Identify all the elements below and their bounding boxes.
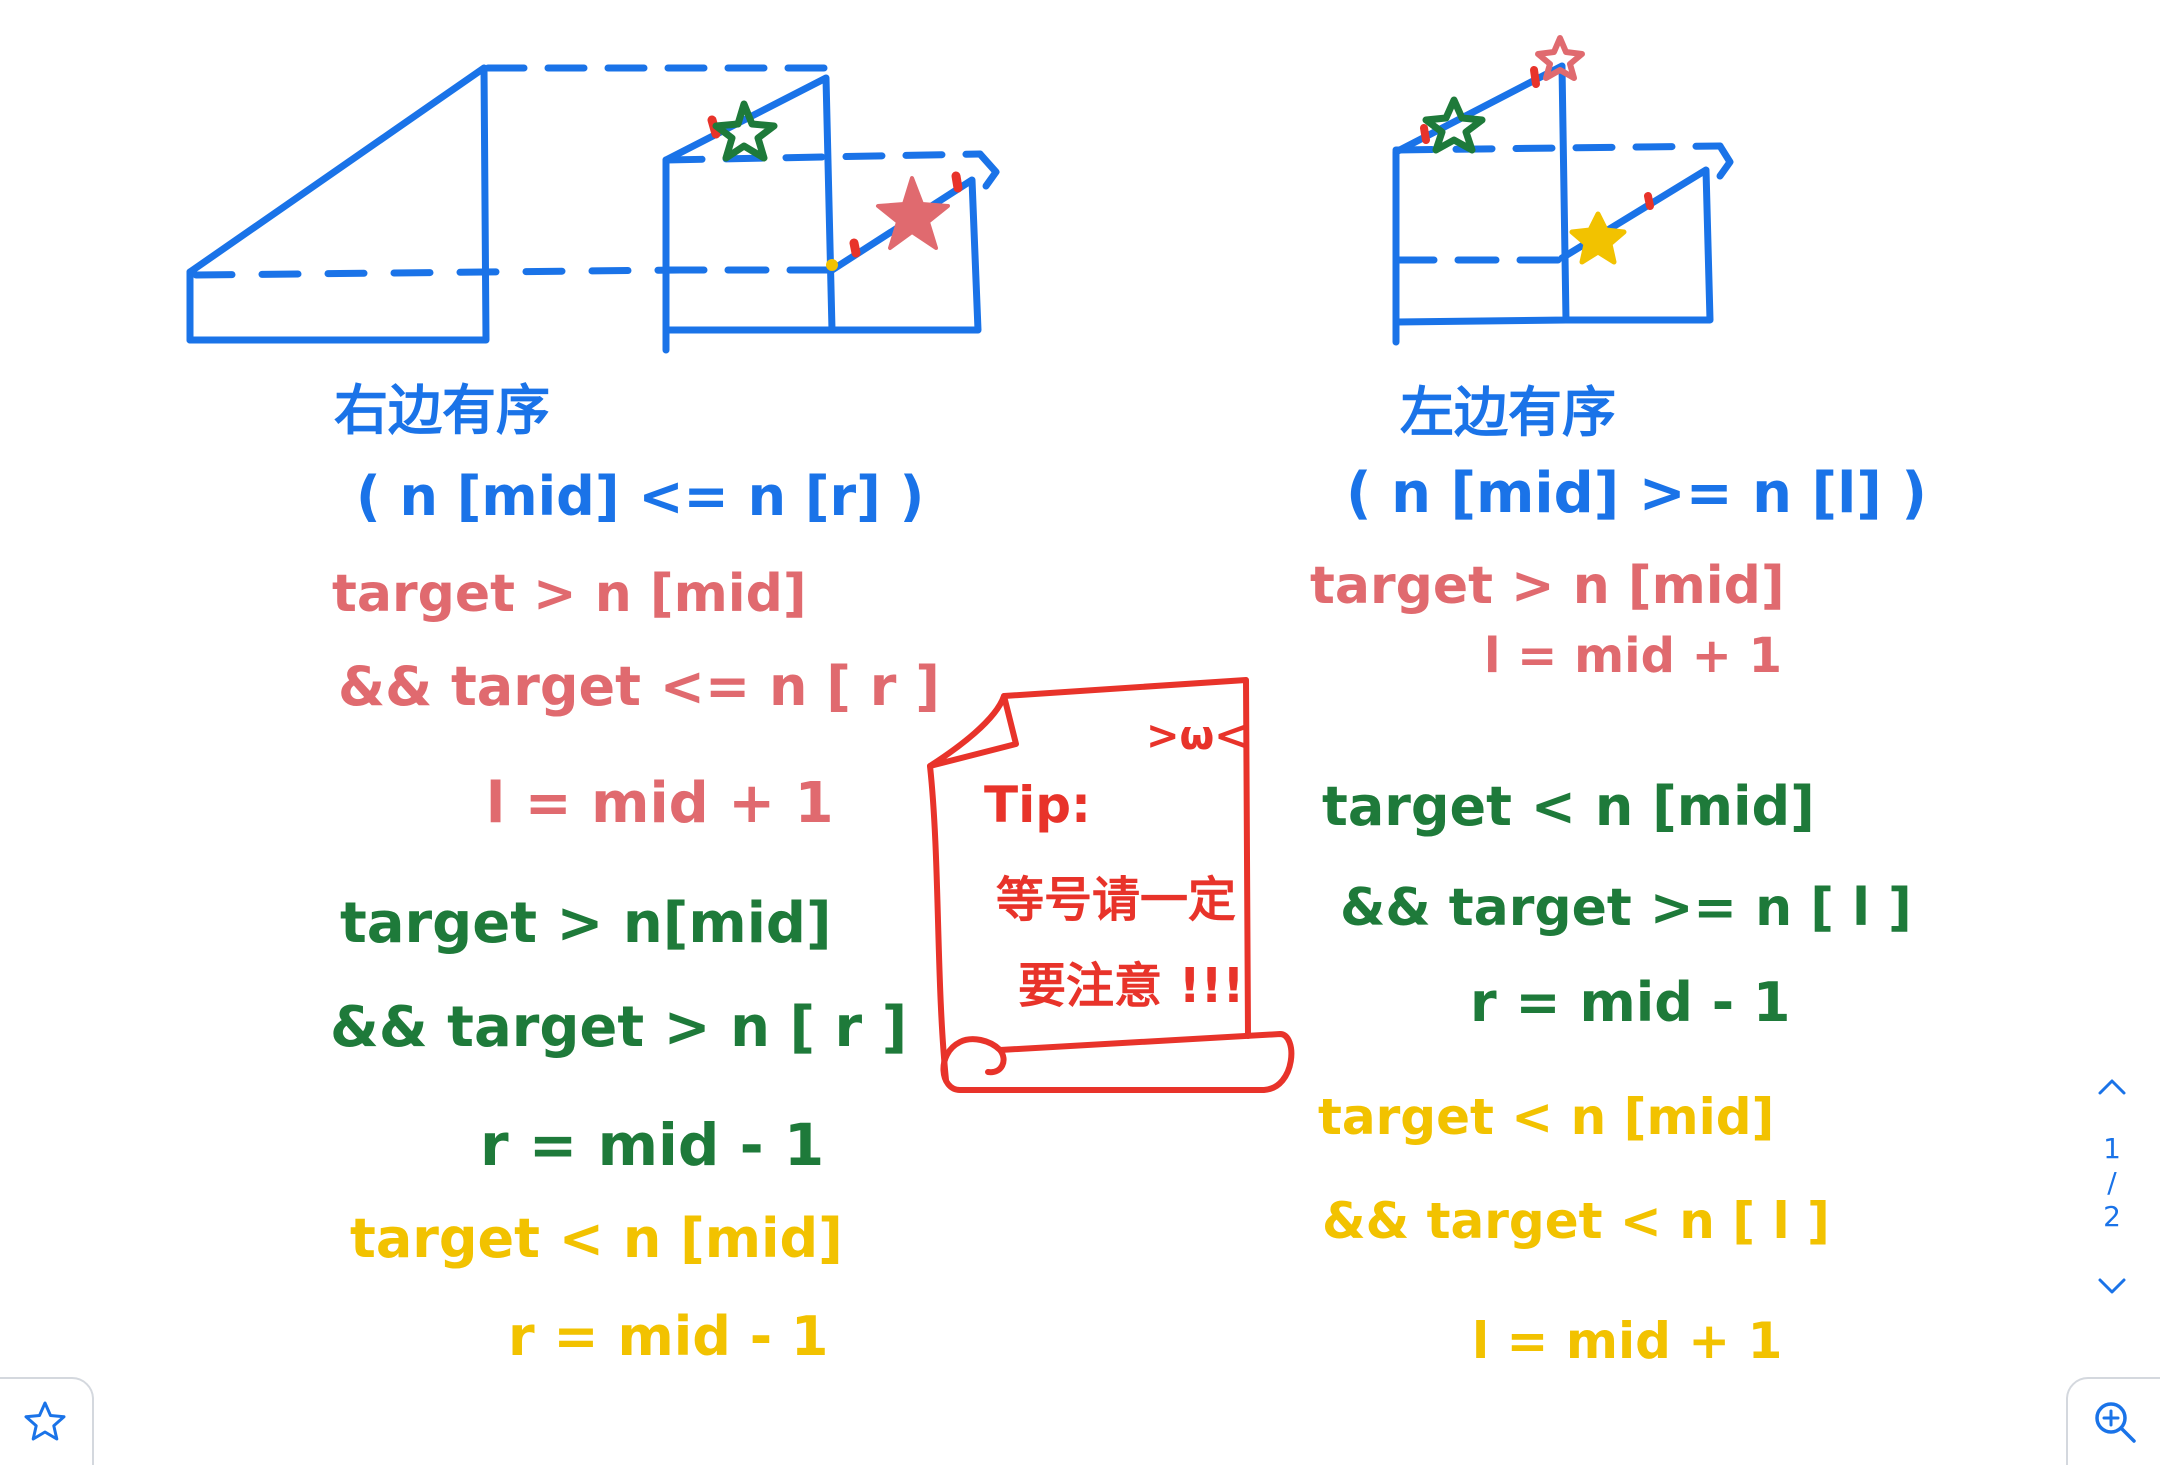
right-case3-line2: && target < n [ l ] xyxy=(1322,1192,1830,1250)
right-case1-result: l = mid + 1 xyxy=(1484,628,1782,684)
tip-line2: 要注意 !!! xyxy=(1018,958,1245,1014)
right-rotated-array-diagram xyxy=(1392,62,1734,346)
left-case1-result: l = mid + 1 xyxy=(486,771,834,836)
left-heading: 右边有序 xyxy=(334,379,550,442)
right-condition: ( n [mid] >= n [l] ) xyxy=(1346,461,1927,526)
left-case1-line1: target > n [mid] xyxy=(332,564,807,624)
right-case3-line1: target < n [mid] xyxy=(1318,1088,1775,1146)
left-case3-line1: target < n [mid] xyxy=(350,1207,843,1270)
page-total: 2 xyxy=(2103,1200,2121,1233)
zoom-in-button[interactable] xyxy=(2066,1377,2160,1465)
tip-title: Tip: xyxy=(984,776,1092,834)
page-current: 1 xyxy=(2103,1132,2121,1165)
favorite-button[interactable] xyxy=(0,1377,94,1465)
left-case3-result: r = mid - 1 xyxy=(508,1305,829,1368)
left-condition: ( n [mid] <= n [r] ) xyxy=(356,465,925,528)
left-ramp-diagram xyxy=(186,64,830,344)
left-diagram-marks xyxy=(707,100,963,271)
tip-line1: 等号请一定 xyxy=(996,872,1237,928)
page-separator: / xyxy=(2107,1166,2117,1199)
left-case2-line1: target > n[mid] xyxy=(340,891,832,956)
chevron-up-icon xyxy=(2098,1079,2126,1095)
left-case2-result: r = mid - 1 xyxy=(480,1111,825,1179)
right-diagram-marks xyxy=(1420,35,1654,265)
zoom-in-icon xyxy=(2095,1402,2136,1443)
page-indicator: 1 / 2 xyxy=(2092,1135,2132,1237)
right-case2-line2: && target >= n [ l ] xyxy=(1340,878,1912,938)
left-case1-line2: && target <= n [ r ] xyxy=(338,655,940,718)
prev-page-button[interactable] xyxy=(2092,1066,2132,1106)
right-case3-result: l = mid + 1 xyxy=(1472,1312,1783,1370)
left-case2-line2: && target > n [ r ] xyxy=(330,995,908,1060)
right-case2-line1: target < n [mid] xyxy=(1322,775,1815,838)
chevron-down-icon xyxy=(2098,1278,2126,1294)
right-heading: 左边有序 xyxy=(1400,381,1616,444)
right-case1-line1: target > n [mid] xyxy=(1310,556,1785,616)
next-page-button[interactable] xyxy=(2092,1266,2132,1306)
right-case2-result: r = mid - 1 xyxy=(1470,971,1791,1034)
star-outline-icon xyxy=(24,1401,66,1441)
tip-face: >ω< xyxy=(1146,713,1248,759)
tip-scroll-drawing xyxy=(927,677,1295,1093)
